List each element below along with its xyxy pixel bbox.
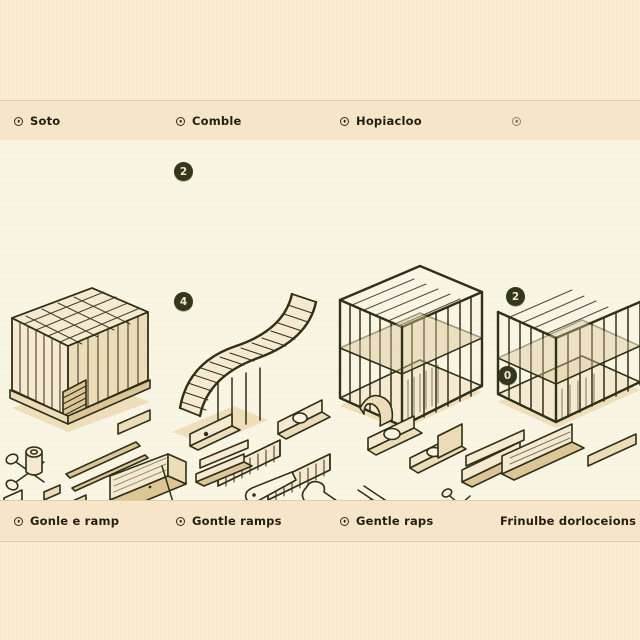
step-badge-4[interactable]: 0 <box>498 366 517 385</box>
illustration-hutch-with-mesh-roof-and-ramp <box>9 287 151 435</box>
bullet-target-icon <box>14 516 23 526</box>
screwdriver-icon <box>244 471 297 500</box>
caption-item-2[interactable]: Gontle ramps <box>176 501 282 541</box>
step-badge-1[interactable]: 2 <box>174 162 193 181</box>
bottom-caption-bar: Gonle e ramp Gontle ramps Gentle raps Frinu… <box>0 500 640 542</box>
caption-label: Comble <box>192 114 242 128</box>
step-badge-2[interactable]: 4 <box>174 292 193 311</box>
caption-label: Frinulbe dorloceions <box>500 514 637 528</box>
illustration-wire-cage-open-front <box>338 264 484 430</box>
caption-item-2[interactable]: Comble <box>176 101 242 141</box>
part-board-with-ring-b <box>277 399 331 440</box>
illustration-wire-cage-with-floor-panel <box>496 289 640 428</box>
caption-label: Soto <box>30 114 61 128</box>
caption-label: Gontle ramps <box>192 514 282 528</box>
caption-label: Gentle raps <box>356 514 434 528</box>
caption-item-4[interactable]: Frinulbe dorloceions <box>500 501 636 541</box>
caption-item-1[interactable]: Soto <box>14 101 60 141</box>
bullet-target-icon <box>512 116 521 126</box>
illustration-hand-tools-and-timber-parts <box>3 441 187 500</box>
wrench-icon <box>301 480 338 500</box>
part-board-with-hole-a <box>189 413 241 451</box>
scissors-small-icon <box>441 488 471 500</box>
bullet-target-icon <box>340 116 349 126</box>
caption-label: Hopiacloo <box>356 114 422 128</box>
bullet-target-icon <box>14 116 23 126</box>
step-badge-3[interactable]: 2 <box>506 287 525 306</box>
bullet-target-icon <box>340 516 349 526</box>
part-stacked-planks <box>195 439 253 487</box>
top-caption-bar: Soto Comble Hopiacloo <box>0 100 640 142</box>
caption-item-3[interactable]: Gentle raps <box>340 501 433 541</box>
tape-roll-icon <box>25 446 43 476</box>
part-corner-bracket <box>437 423 463 459</box>
caption-item-1[interactable]: Gonle e ramp <box>14 501 119 541</box>
illustration-corner-clamp-and-panel <box>369 423 637 500</box>
illustrations-canvas: .ink { stroke:#2e3017; fill:none; stroke… <box>3 264 640 500</box>
caption-item-3[interactable]: Hopiacloo <box>340 101 422 141</box>
part-board-with-ring-c <box>367 415 423 456</box>
bullet-target-icon <box>176 116 185 126</box>
bullet-target-icon <box>176 516 185 526</box>
caption-item-4[interactable] <box>512 101 528 141</box>
illustration-exploded-panel-parts <box>189 399 531 500</box>
caption-label: Gonle e ramp <box>30 514 120 528</box>
illustration-panel: .ink { stroke:#2e3017; fill:none; stroke… <box>0 140 640 500</box>
